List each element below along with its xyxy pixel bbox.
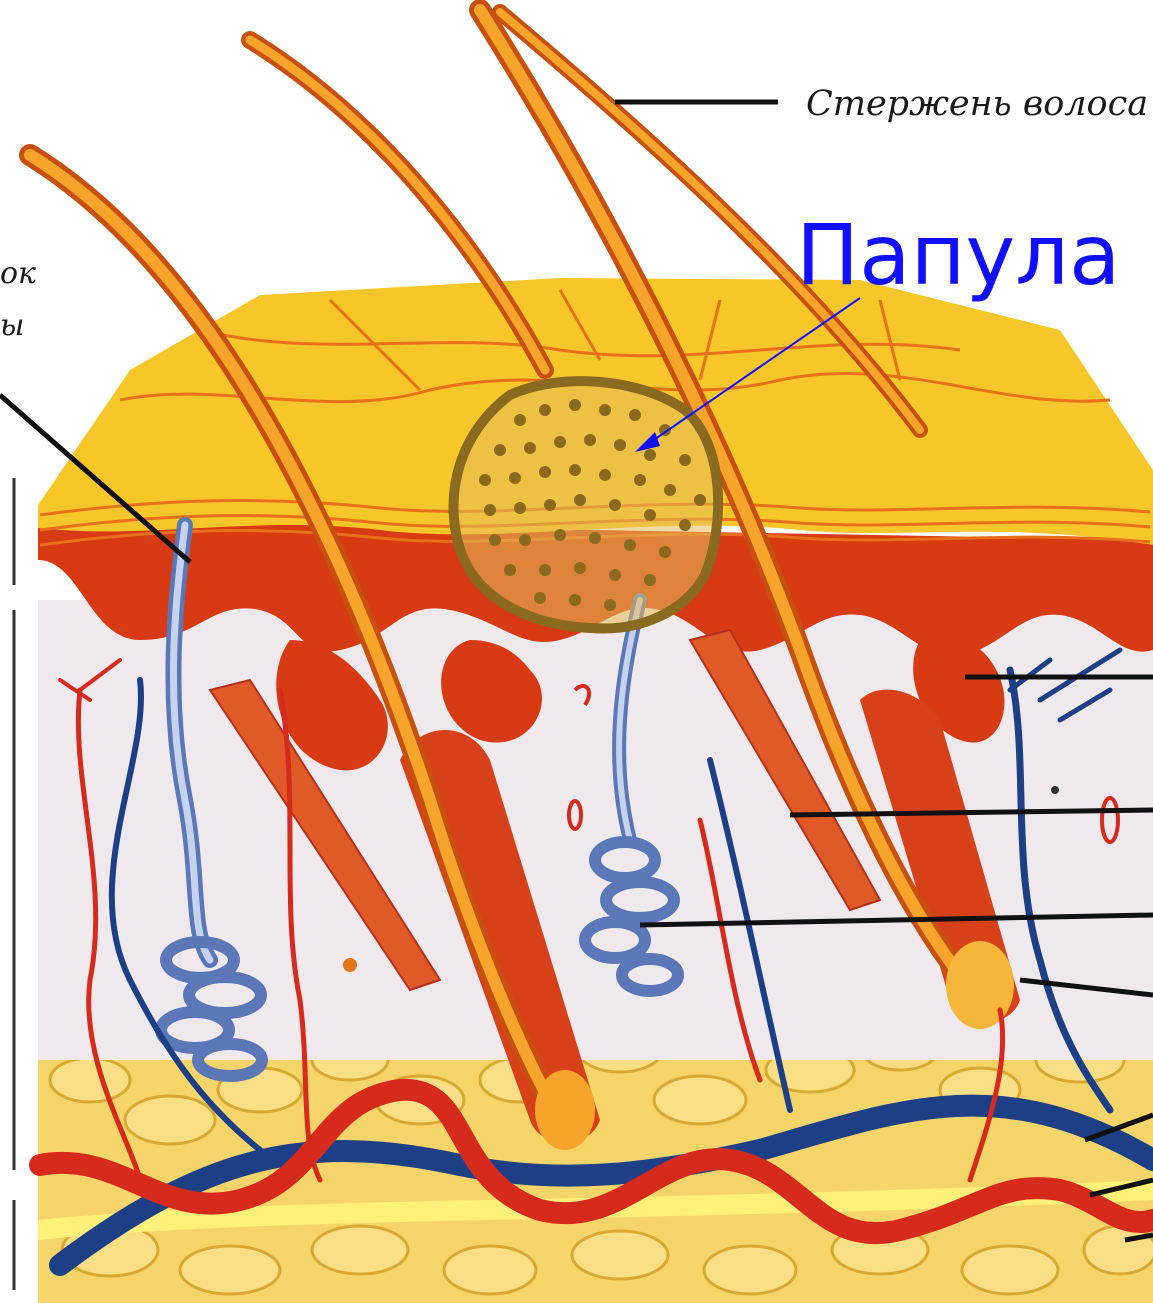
papule: [454, 381, 719, 628]
left-label-fragment-2: ы: [0, 308, 24, 343]
hair-shaft-label: Стержень волоса: [806, 84, 1148, 124]
left-label-fragment-1: ок: [0, 256, 36, 291]
papule-label: Папула: [796, 206, 1120, 304]
